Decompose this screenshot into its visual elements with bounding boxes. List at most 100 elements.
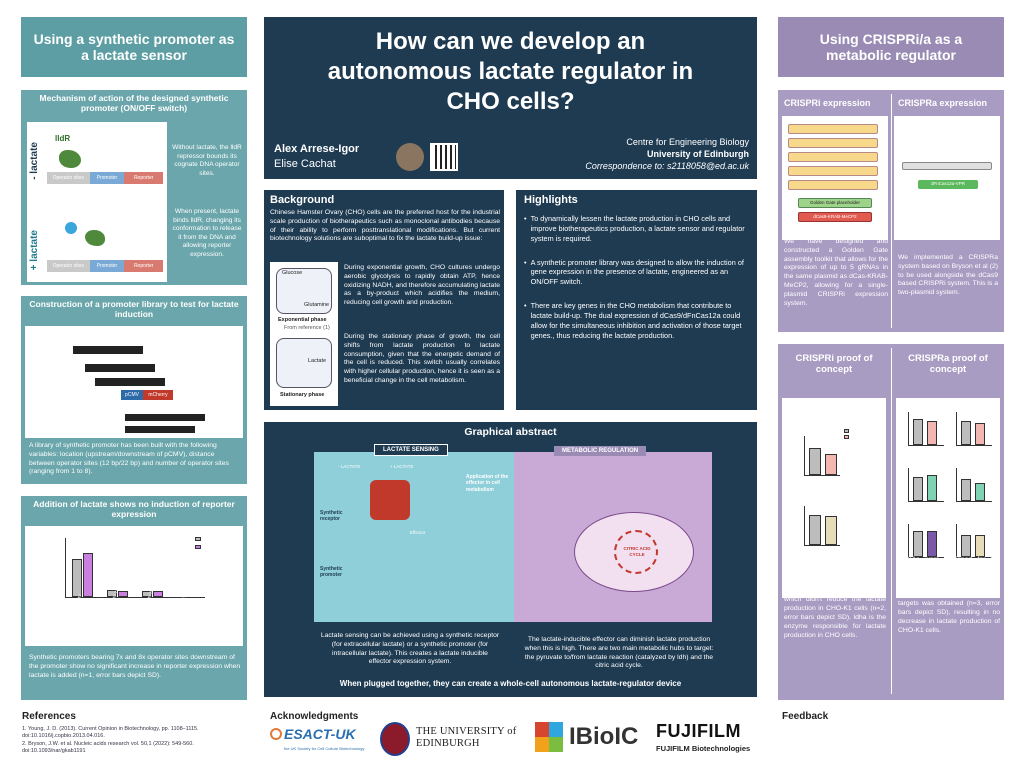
a5-bar-nontargeting	[913, 531, 923, 557]
lactate-bar-nontargeting	[809, 515, 821, 545]
fig-exponential: Exponential phase	[278, 317, 327, 323]
ns-label-1: ns	[113, 530, 119, 536]
addition-panel: Addition of lactate shows no induction o…	[21, 496, 247, 700]
crispra-subchart-5	[908, 524, 944, 558]
poster-title: How can we develop an autonomous lactate…	[327, 28, 694, 115]
operator-sites-on: Operator sites	[47, 260, 90, 272]
effector-label: Effector	[410, 530, 426, 535]
reference-2: 2. Bryson, J.W. et al. Nucleic acids res…	[22, 741, 194, 755]
a3-bar-targeting	[927, 475, 937, 501]
dna-track-off: Operator sites Promoter Reporter	[47, 172, 163, 184]
ack-title: Acknowledgments	[270, 711, 359, 722]
ibioic-logo-mark	[535, 722, 563, 752]
application-label: Application of the effector in cell meta…	[466, 474, 509, 493]
a1-bar-targeting	[927, 421, 937, 445]
highlights-title: Highlights	[524, 194, 578, 206]
a2-bar-nontargeting	[961, 421, 971, 445]
addition-bar-1-1	[118, 591, 128, 597]
esact-logo: ESACT-UK the UK Society for Cell Culture…	[270, 724, 370, 760]
proof-legend-nontargeting-text: Non-targeting	[851, 428, 876, 433]
highlights-panel: Highlights •To dynamically lessen the la…	[516, 190, 757, 410]
grna-row-2	[788, 138, 878, 148]
affiliation-2: University of Edinburgh	[646, 149, 749, 159]
highlight-text-2: A synthetic promoter library was designe…	[530, 257, 744, 287]
highlight-item-2: •A synthetic promoter library was design…	[524, 258, 750, 288]
feedback-title[interactable]: Feedback	[782, 711, 829, 722]
proof-i-plot-area	[804, 436, 840, 476]
highlight-text-1: To dynamically lessen the lactate produc…	[530, 214, 745, 243]
dna-track-on: Operator sites Promoter Reporter	[47, 260, 163, 272]
sensing-label: LACTATE SENSING	[374, 444, 448, 456]
crispr-expression-panel: CRISPRi expression CRISPRa expression Go…	[778, 90, 1004, 332]
lactate-conc-plot	[804, 506, 840, 546]
stationary-cell-icon	[276, 338, 332, 388]
addition-cat-label-1: pCMV-7x(X1,12bp)	[109, 572, 126, 606]
grna-row-1	[788, 124, 878, 134]
a4-bar-nontargeting	[961, 479, 971, 501]
golden-gate-block: Golden Gate placeholder	[798, 198, 872, 208]
crispra-title: CRISPRa expression	[898, 98, 988, 108]
addition-cat-label-3: pMCH	[179, 593, 188, 606]
operator-sites: Operator sites	[47, 172, 90, 184]
grna-row-4	[788, 166, 878, 176]
author-2: Elise Cachat	[274, 158, 336, 170]
author-1: Alex Arrese-Igor	[274, 143, 360, 155]
proof-legend-targeting-swatch	[844, 434, 849, 439]
right-header-title: Using CRISPRi/a as a metabolic regulator	[819, 30, 963, 63]
lldr-label: lldR	[55, 134, 71, 143]
citric-cycle-icon	[614, 530, 658, 574]
downstream-operators-row-2	[125, 426, 195, 433]
proof-legend-targeting-text: Targeting	[851, 434, 868, 439]
pcmv-block: pCMV	[121, 390, 143, 400]
crispra-grna-row	[902, 162, 992, 170]
lib-label-1: 4x(X1,12bp)-pCMV	[27, 354, 70, 360]
crispra-subchart-4	[956, 468, 992, 502]
upstream-operators-row-2	[85, 364, 155, 372]
crispra-subchart-3	[908, 468, 944, 502]
reference-1: 1. Young, J. D. (2013). Current Opinion …	[22, 726, 199, 740]
regulation-label: METABOLIC REGULATION	[554, 446, 647, 456]
grna-row-5	[788, 180, 878, 190]
crispra-diagram: dFnCas12a-VPR	[894, 116, 1000, 240]
ibioic-logo-text: IBioIC	[569, 723, 639, 750]
crispra-subchart-6	[956, 524, 992, 558]
upstream-operators-row-3	[95, 378, 165, 386]
fig-ref: From reference (1)	[284, 325, 330, 331]
affiliation-1: Centre for Engineering Biology	[626, 137, 749, 147]
fig-lactate: Lactate	[308, 358, 327, 364]
abstract-text-right: The lactate-inducible effector can dimin…	[524, 636, 714, 670]
crispra-subchart-2	[956, 412, 992, 446]
mechanism-title: Mechanism of action of the designed synt…	[39, 93, 229, 113]
addition-text: Synthetic promoters bearing 7x and 8x op…	[29, 654, 241, 679]
affiliation-3: Correspondence to: s2118058@ed.ac.uk	[585, 161, 749, 171]
crispri-text: We have designed and constructed a Golde…	[784, 238, 888, 307]
author-photo	[396, 143, 424, 171]
proof-legend-nontargeting-swatch	[844, 428, 849, 433]
fig-stationary: Stationary phase	[280, 392, 325, 398]
dcas-krab-block: dCas9-KRAB-MeCP2	[798, 212, 872, 222]
esact-logo-mark	[270, 728, 282, 740]
lib-label-4: pCMV-8x(X1,22bp)	[197, 426, 236, 431]
reporter: Reporter	[124, 172, 163, 184]
background-intro: Chinese Hamster Ovary (CHO) cells are th…	[270, 209, 500, 243]
proof-i-text: Expression of 5 gRNAs in the same plasmi…	[784, 570, 886, 639]
lactate-molecule-icon	[65, 222, 77, 234]
crispri-diagram: Golden Gate placeholder dCas9-KRAB-MeCP2	[782, 116, 888, 240]
promoter-on: Promoter	[89, 260, 125, 272]
left-header: Using a synthetic promoter as a lactate …	[21, 17, 247, 77]
highlight-text-3: There are key genes in the CHO metabolis…	[530, 301, 742, 340]
a4-bar-targeting	[975, 483, 985, 501]
crispri-bar-0	[809, 448, 821, 475]
mechanism-panel: Mechanism of action of the designed synt…	[21, 90, 247, 285]
uoe-crest-icon	[380, 722, 410, 756]
expression-divider	[891, 94, 892, 328]
addition-bar-1-0	[107, 590, 117, 597]
references-title: References	[22, 711, 76, 722]
downstream-operators-row-1	[125, 414, 205, 421]
ns-label-0: ns	[78, 530, 84, 536]
library-text: A library of synthetic promoter has been…	[29, 442, 229, 476]
addition-ylabel: MFI mCherry+ % Parent (AU)	[41, 554, 47, 614]
lldr-released-icon	[85, 230, 105, 246]
background-para-2: During the stationary phase of growth, t…	[344, 333, 500, 385]
a6-bar-targeting	[975, 535, 985, 557]
